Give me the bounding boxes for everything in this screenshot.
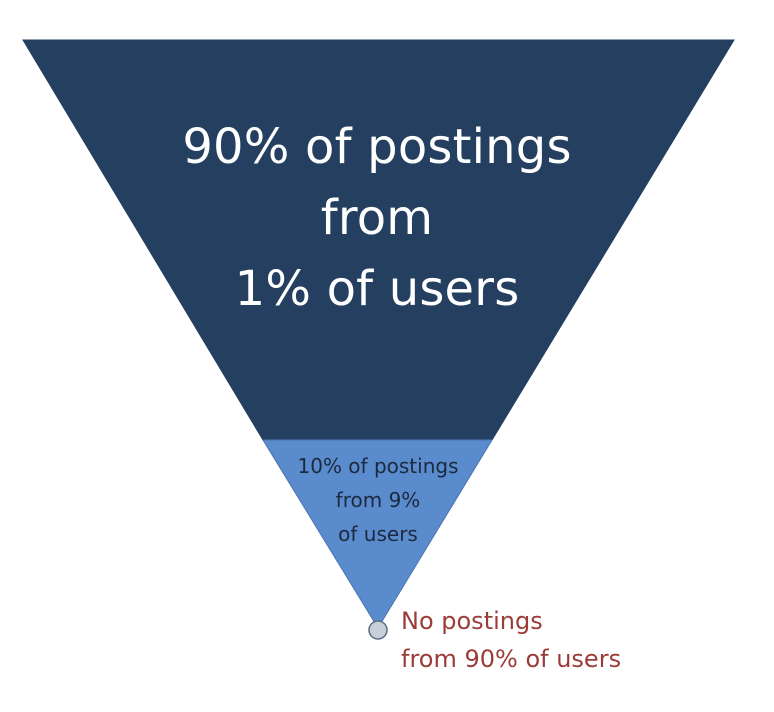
apex-label-line-2: from 90% of users — [401, 645, 622, 673]
middle-label-line-3: of users — [338, 522, 418, 546]
middle-segment — [262, 439, 493, 629]
apex-circle — [368, 620, 388, 640]
top-segment-label: 90% of postings from 1% of users — [150, 112, 604, 325]
top-label-line-3: 1% of users — [234, 261, 520, 317]
middle-label-line-1: 10% of postings — [297, 454, 459, 478]
middle-segment-label: 10% of postings from 9% of users — [270, 449, 486, 551]
apex-note-label: No postings from 90% of users — [401, 602, 701, 678]
apex-label-line-1: No postings — [401, 607, 543, 635]
top-label-line-1: 90% of postings — [182, 119, 572, 175]
middle-label-line-2: from 9% — [335, 488, 421, 512]
top-label-line-2: from — [320, 190, 434, 246]
